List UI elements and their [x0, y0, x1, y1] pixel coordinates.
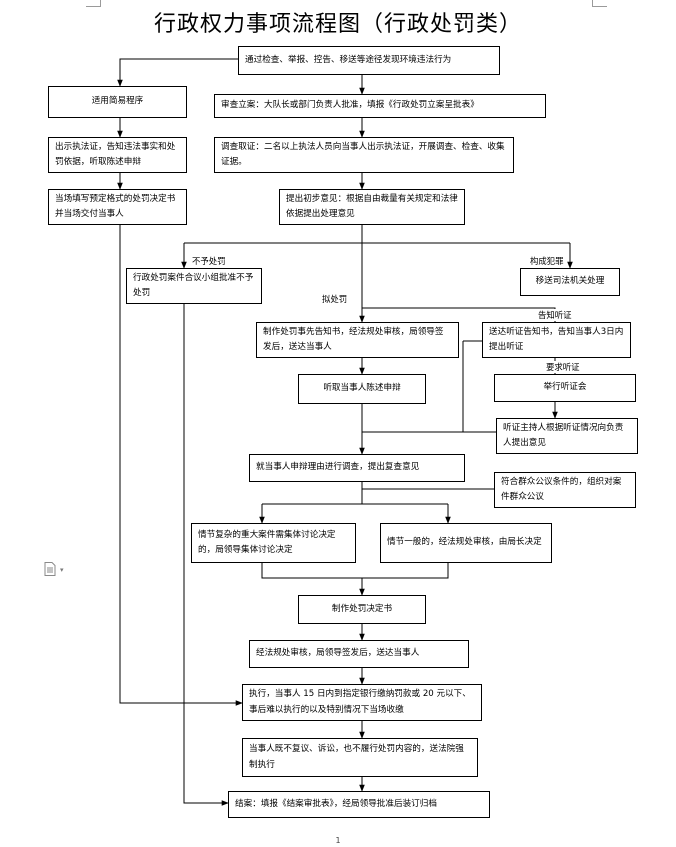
general-decision-box: 情节一般的，经法规处审核，由局长决定	[380, 523, 552, 563]
show-cert-inform-box: 出示执法证，告知违法事实和处罚依据，听取陈述申辩	[48, 137, 187, 173]
transfer-judicial-box: 移送司法机关处理	[520, 268, 620, 296]
hold-hearing-box: 举行听证会	[494, 374, 636, 402]
label-no-penalty: 不予处罚	[192, 255, 226, 267]
page-title: 行政权力事项流程图（行政处罚类）	[153, 12, 522, 37]
chevron-down-icon[interactable]: ▾	[60, 566, 64, 574]
label-intend-penalty: 拟处罚	[322, 293, 348, 305]
hearing-notice-box: 送达听证告知书，告知当事人3日内提出听证	[482, 322, 631, 358]
preliminary-opinion-box: 提出初步意见：根据自由裁量有关规定和法律依据提出处理意见	[279, 189, 465, 225]
case-filing-box: 审查立案：大队长或部门负责人批准，填报《行政处罚立案呈批表》	[214, 94, 546, 118]
label-crime: 构成犯罪	[530, 255, 564, 267]
close-box: 结案：填报《结案审批表》，经局领导批准后装订归档	[228, 791, 490, 818]
deliver-box: 经法规处审核，局领导签发后，送达当事人	[249, 640, 469, 668]
committee-no-penalty-box: 行政处罚案件合议小组批准不予处罚	[126, 268, 262, 304]
hearing-report-box: 听证主持人根据听证情况向负责人提出意见	[496, 418, 638, 454]
collective-decision-box: 情节复杂的重大案件需集体讨论决定的，局领导集体讨论决定	[191, 523, 356, 563]
crop-mark-top-right	[592, 0, 607, 7]
listen-defense-box: 听取当事人陈述申辩	[298, 374, 426, 404]
simple-procedure-box: 适用简易程序	[48, 86, 187, 118]
fill-decision-box: 当场填写预定格式的处罚决定书并当场交付当事人	[48, 189, 187, 225]
enforce-box: 当事人既不复议、诉讼，也不履行处罚内容的，送法院强制执行	[242, 738, 478, 777]
make-decision-box: 制作处罚决定书	[298, 595, 426, 624]
review-box: 就当事人申辩理由进行调查，提出复查意见	[249, 454, 465, 482]
pre-notice-box: 制作处罚事先告知书，经法规处审核，局领导签发后，送达当事人	[256, 322, 459, 358]
label-request-hearing: 要求听证	[546, 361, 580, 373]
document-icon[interactable]	[44, 562, 56, 576]
page-number: 1	[335, 836, 341, 845]
start-box: 通过检查、举报、控告、移送等途径发现环境违法行为	[238, 46, 500, 75]
public-hearing-box: 符合群众公议条件的，组织对案件群众公议	[494, 472, 636, 508]
crop-mark-top-left	[86, 0, 101, 7]
execute-box: 执行，当事人 15 日内到指定银行缴纳罚款或 20 元以下、事后难以执行的以及特…	[242, 684, 482, 721]
investigation-box: 调查取证：二名以上执法人员向当事人出示执法证，开展调查、检查、收集证据。	[214, 137, 514, 173]
label-inform-hearing: 告知听证	[538, 309, 572, 321]
